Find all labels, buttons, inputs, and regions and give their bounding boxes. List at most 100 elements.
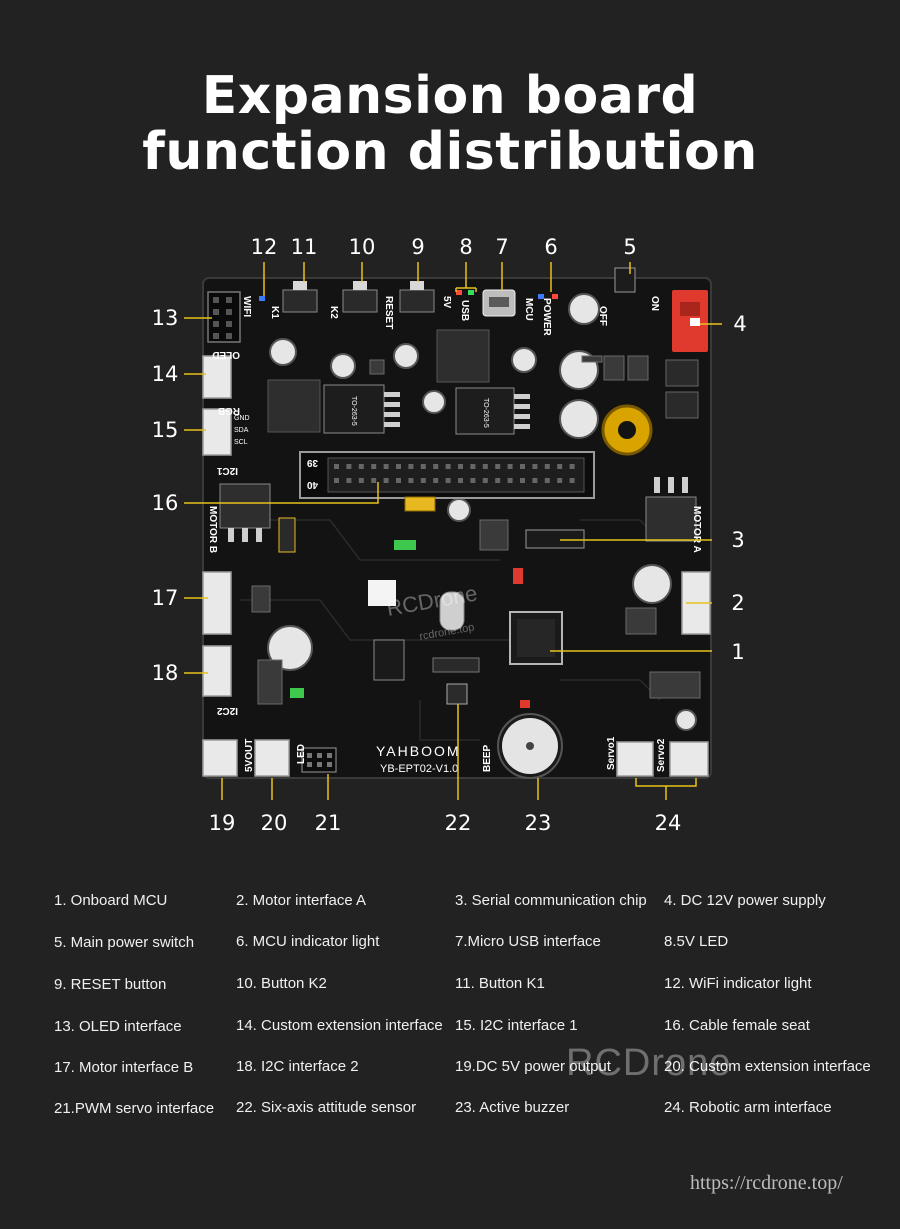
silk-oled: OLED xyxy=(212,349,240,360)
silk-motor-b: MOTOR B xyxy=(207,506,218,553)
callout-2: 2 xyxy=(731,591,744,615)
legend: 1. Onboard MCU 2. Motor interface A 3. S… xyxy=(0,878,900,1128)
silk-k2: K2 xyxy=(328,306,339,319)
callout-11: 11 xyxy=(291,235,318,259)
legend-item-19: 19.DC 5V power output xyxy=(455,1058,611,1075)
legend-item-22: 22. Six-axis attitude sensor xyxy=(236,1099,417,1116)
silk-usb: USB xyxy=(459,300,470,321)
legend-item-18: 18. I2C interface 2 xyxy=(236,1058,359,1075)
header-pin xyxy=(470,464,476,469)
callout-7: 7 xyxy=(495,235,508,259)
mcu-led-red xyxy=(552,294,558,299)
serial-chip xyxy=(525,529,585,549)
silk-off: OFF xyxy=(597,306,608,326)
header-pin xyxy=(433,464,439,469)
silk-servo1: Servo1 xyxy=(606,736,617,770)
title-line-2: function distribution xyxy=(142,122,758,182)
oled-header xyxy=(207,291,241,343)
silk-motor-a: MOTOR A xyxy=(691,506,702,553)
header-pin xyxy=(445,464,451,469)
mcu-led-blue xyxy=(538,294,544,299)
silk-rgb: RGB xyxy=(218,405,240,416)
legend-item-11: 11. Button K1 xyxy=(455,975,545,992)
board-model: YB-EPT02-V1.0 xyxy=(380,763,458,775)
legend-item-10: 10. Button K2 xyxy=(236,975,327,992)
header-pin xyxy=(358,464,364,469)
silk-mcu: MCU xyxy=(523,298,534,321)
callout-16: 16 xyxy=(152,491,179,515)
toroid-inductor xyxy=(601,404,653,456)
header-pin xyxy=(532,464,538,469)
legend-item-3: 3. Serial communication chip xyxy=(455,892,647,909)
silk-to263-b: TO-263-5 xyxy=(482,398,489,428)
header-pin xyxy=(495,464,501,469)
callout-20: 20 xyxy=(261,811,288,835)
white-connectors xyxy=(202,355,711,777)
legend-item-20: 20. Custom extension interface xyxy=(664,1058,871,1075)
silk-i2c1: I2C1 xyxy=(216,465,238,476)
header-pin xyxy=(346,464,352,469)
button-k1 xyxy=(282,281,318,313)
callout-23: 23 xyxy=(525,811,552,835)
header-pin xyxy=(346,478,352,483)
legend-item-6: 6. MCU indicator light xyxy=(236,933,380,950)
callout-19: 19 xyxy=(209,811,236,835)
legend-item-5: 5. Main power switch xyxy=(54,934,195,951)
silk-i2c2: I2C2 xyxy=(216,705,238,716)
header-pin xyxy=(371,478,377,483)
silk-led: LED xyxy=(296,744,307,764)
header-pin xyxy=(557,478,563,483)
callout-5: 5 xyxy=(623,235,636,259)
page-title: Expansion board function distribution xyxy=(0,68,900,180)
header-pin xyxy=(396,478,401,483)
callout-21: 21 xyxy=(315,811,342,835)
header-pin xyxy=(433,478,439,483)
legend-item-1: 1. Onboard MCU xyxy=(54,892,168,909)
usb-led-red xyxy=(456,290,462,295)
silk-pin39: 39 xyxy=(306,457,318,468)
silk-beep: BEEP xyxy=(482,744,493,772)
active-buzzer xyxy=(497,713,563,779)
motor-b-driver xyxy=(219,483,271,529)
silk-scl: SCL xyxy=(234,439,248,446)
callout-1: 1 xyxy=(731,640,744,664)
callout-12: 12 xyxy=(251,235,278,259)
callout-22: 22 xyxy=(445,811,472,835)
callout-13: 13 xyxy=(152,306,179,330)
header-pin xyxy=(544,478,550,483)
header-pin xyxy=(544,464,550,469)
board-brand: YAHBOOM xyxy=(376,743,461,759)
legend-item-8: 8.5V LED xyxy=(664,933,729,950)
legend-item-14: 14. Custom extension interface xyxy=(236,1017,443,1034)
header-pin xyxy=(334,464,339,469)
six-axis-sensor xyxy=(446,683,468,705)
silk-gnd: GND xyxy=(234,415,250,422)
silk-sda: SDA xyxy=(234,427,249,434)
watermark: RCDrone xyxy=(566,1042,732,1084)
header-pin xyxy=(482,464,488,469)
silk-k1: K1 xyxy=(269,306,280,319)
callout-10: 10 xyxy=(349,235,376,259)
header-pin xyxy=(482,478,488,483)
legend-item-7: 7.Micro USB interface xyxy=(455,933,601,950)
silk-servo2: Servo2 xyxy=(656,738,667,772)
header-pin xyxy=(520,464,525,469)
header-pin xyxy=(458,478,463,483)
silk-pin40: 40 xyxy=(306,479,318,490)
callout-15: 15 xyxy=(152,418,179,442)
regulator-2 xyxy=(455,387,530,435)
header-pin xyxy=(532,478,538,483)
header-pin xyxy=(420,464,426,469)
callout-lines xyxy=(184,262,722,800)
legend-item-24: 24. Robotic arm interface xyxy=(664,1099,832,1116)
header-pin xyxy=(557,464,563,469)
legend-item-12: 12. WiFi indicator light xyxy=(664,975,812,992)
expansion-board-diagram: K1 K2 RESET USB 5V MCU POWER WIFI ON OFF… xyxy=(152,235,747,835)
header-pin xyxy=(408,464,414,469)
callout-9: 9 xyxy=(411,235,424,259)
capacitors xyxy=(267,293,697,731)
small-components xyxy=(251,355,701,705)
silk-power: POWER xyxy=(541,298,552,337)
callout-6: 6 xyxy=(544,235,557,259)
mosfet-a xyxy=(665,359,699,387)
